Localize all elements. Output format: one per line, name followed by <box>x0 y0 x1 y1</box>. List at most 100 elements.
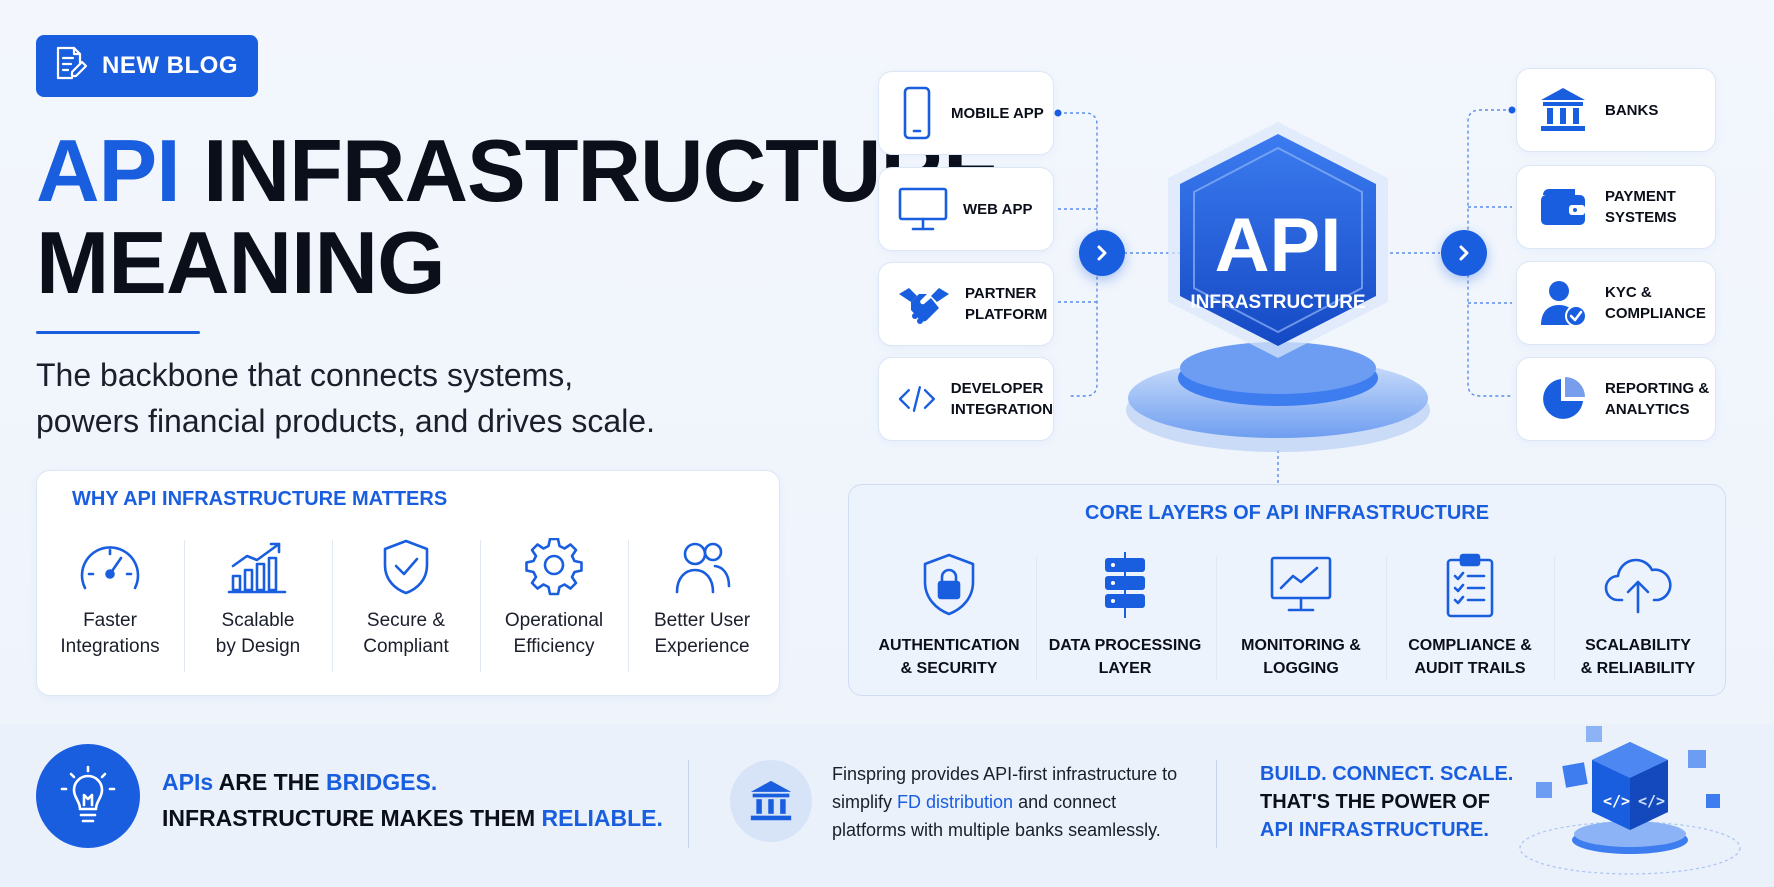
mobile-phone-icon <box>903 86 931 140</box>
cloud-upload-icon <box>1604 558 1672 614</box>
divider <box>1216 760 1217 848</box>
hub-title: API <box>1214 203 1342 288</box>
server-stack-icon <box>1105 552 1145 618</box>
hub-subtitle: INFRASTRUCTURE <box>1190 292 1366 313</box>
subtitle-line-1: The backbone that connects systems, <box>36 357 574 393</box>
dest-reporting-analytics[interactable]: REPORTING & ANALYTICS <box>1516 357 1716 441</box>
core-item-compliance: COMPLIANCE & AUDIT TRAILS <box>1385 552 1555 680</box>
new-blog-badge[interactable]: NEW BLOG <box>36 35 258 97</box>
fd-distribution-link[interactable]: FD distribution <box>897 792 1014 812</box>
speedometer-icon <box>80 546 140 590</box>
core-layers-card <box>848 484 1726 696</box>
code-cube-graphic: </> </> <box>1519 726 1741 875</box>
finspring-description: Finspring provides API-first infrastruct… <box>832 760 1192 844</box>
handshake-icon <box>899 288 949 324</box>
core-item-label: DATA PROCESSING LAYER <box>1048 637 1202 677</box>
gear-icon <box>525 538 583 596</box>
core-item-label: MONITORING & LOGGING <box>1241 637 1361 677</box>
build-connect-scale: BUILD. CONNECT. SCALE. THAT'S THE POWER … <box>1260 760 1513 844</box>
divider <box>688 760 689 848</box>
bridges-word: BRIDGES. <box>326 769 438 795</box>
clipboard-checklist-icon <box>1446 553 1494 618</box>
core-item-data: DATA PROCESSING LAYER <box>1040 552 1210 680</box>
arrow-out-button <box>1441 230 1487 276</box>
why-item-faster: Faster Integrations <box>36 538 184 678</box>
build-line-2: THAT'S THE POWER OF <box>1260 791 1490 813</box>
build-line-1: BUILD. CONNECT. SCALE. <box>1260 763 1514 785</box>
core-item-scalability: SCALABILITY & RELIABILITY <box>1553 552 1723 680</box>
source-mobile-app[interactable]: MOBILE APP <box>878 71 1054 155</box>
core-item-label: AUTHENTICATION & SECURITY <box>878 637 1020 677</box>
divider <box>1386 556 1387 680</box>
fins-text: Finspring provides API-first infrastruct… <box>832 764 1178 812</box>
divider <box>628 540 629 672</box>
bank-icon <box>1541 88 1585 131</box>
svg-text:</>: </> <box>1638 792 1665 810</box>
monitor-icon <box>898 187 948 231</box>
source-label: PARTNER PLATFORM <box>965 285 1048 323</box>
why-item-ux: Better User Experience <box>628 538 776 678</box>
monitor-chart-icon <box>1270 556 1332 612</box>
dest-label: PAYMENT SYSTEMS <box>1605 188 1677 226</box>
wallet-icon <box>1541 189 1585 225</box>
page-title: API INFRASTRUCTURE MEANING <box>36 125 1002 312</box>
dest-banks[interactable]: BANKS <box>1516 68 1716 152</box>
subtitle-line-2: powers financial products, and drives sc… <box>36 403 655 439</box>
divider <box>184 540 185 672</box>
shield-check-icon <box>383 539 429 595</box>
core-item-label: COMPLIANCE & AUDIT TRAILS <box>1408 637 1532 677</box>
divider <box>1216 556 1217 680</box>
why-item-label: Faster Integrations <box>60 610 160 657</box>
title-underline <box>36 331 200 334</box>
api-hub-graphic <box>1126 122 1430 452</box>
title-rest: INFRASTRUCTURE <box>203 121 1002 220</box>
core-item-label: SCALABILITY & RELIABILITY <box>1580 637 1696 677</box>
badge-label: NEW BLOG <box>102 52 238 79</box>
source-partner-platform[interactable]: PARTNER PLATFORM <box>878 262 1054 346</box>
document-edit-icon <box>54 45 88 88</box>
bridges-word: APIs <box>162 769 214 795</box>
source-label: DEVELOPER INTEGRATION <box>950 380 1053 418</box>
user-verified-icon <box>1541 281 1587 327</box>
why-item-secure: Secure & Compliant <box>332 538 480 678</box>
why-item-efficiency: Operational Efficiency <box>480 538 628 678</box>
bridges-word: INFRASTRUCTURE MAKES THEM <box>162 805 542 831</box>
dest-label: REPORTING & ANALYTICS <box>1605 380 1710 418</box>
why-item-label: Operational Efficiency <box>504 610 604 657</box>
why-item-label: Scalable by Design <box>215 610 301 657</box>
shield-lock-icon <box>923 553 975 616</box>
source-label: WEB APP <box>963 200 1033 218</box>
core-item-auth: AUTHENTICATION & SECURITY <box>864 552 1034 680</box>
dest-label: KYC & COMPLIANCE <box>1605 284 1706 322</box>
lightbulb-badge <box>36 744 140 848</box>
divider <box>1036 556 1037 680</box>
title-line-2: MEANING <box>36 213 446 312</box>
source-web-app[interactable]: WEB APP <box>878 167 1054 251</box>
chevron-right-icon <box>1459 245 1469 261</box>
divider <box>332 540 333 672</box>
page-subtitle: The backbone that connects systems, powe… <box>36 352 756 444</box>
svg-text:</>: </> <box>1603 792 1630 810</box>
title-highlight: API <box>36 121 181 220</box>
why-item-label: Better User Experience <box>653 610 751 657</box>
why-item-label: Secure & Compliant <box>363 610 449 657</box>
dest-kyc-compliance[interactable]: KYC & COMPLIANCE <box>1516 261 1716 345</box>
why-item-scalable: Scalable by Design <box>184 538 332 678</box>
source-label: MOBILE APP <box>951 104 1044 122</box>
bridges-word: ARE THE <box>213 769 327 795</box>
core-layers-title: CORE LAYERS OF API INFRASTRUCTURE <box>1084 502 1490 524</box>
growth-chart-icon <box>227 542 287 594</box>
bank-badge <box>730 760 812 842</box>
bottom-banner <box>0 724 1774 887</box>
why-matters-title: WHY API INFRASTRUCTURE MATTERS <box>72 488 448 510</box>
source-developer-integration[interactable]: DEVELOPER INTEGRATION <box>878 357 1054 441</box>
chevron-right-icon <box>1097 245 1107 261</box>
build-line-3: API INFRASTRUCTURE. <box>1260 819 1489 841</box>
dest-label: BANKS <box>1605 101 1659 119</box>
dest-payment-systems[interactable]: PAYMENT SYSTEMS <box>1516 165 1716 249</box>
pie-chart-icon <box>1543 377 1585 419</box>
lightbulb-icon <box>60 765 116 823</box>
why-matters-card <box>36 470 780 696</box>
bridges-word: RELIABLE. <box>541 805 663 831</box>
arrow-in-button <box>1079 230 1125 276</box>
